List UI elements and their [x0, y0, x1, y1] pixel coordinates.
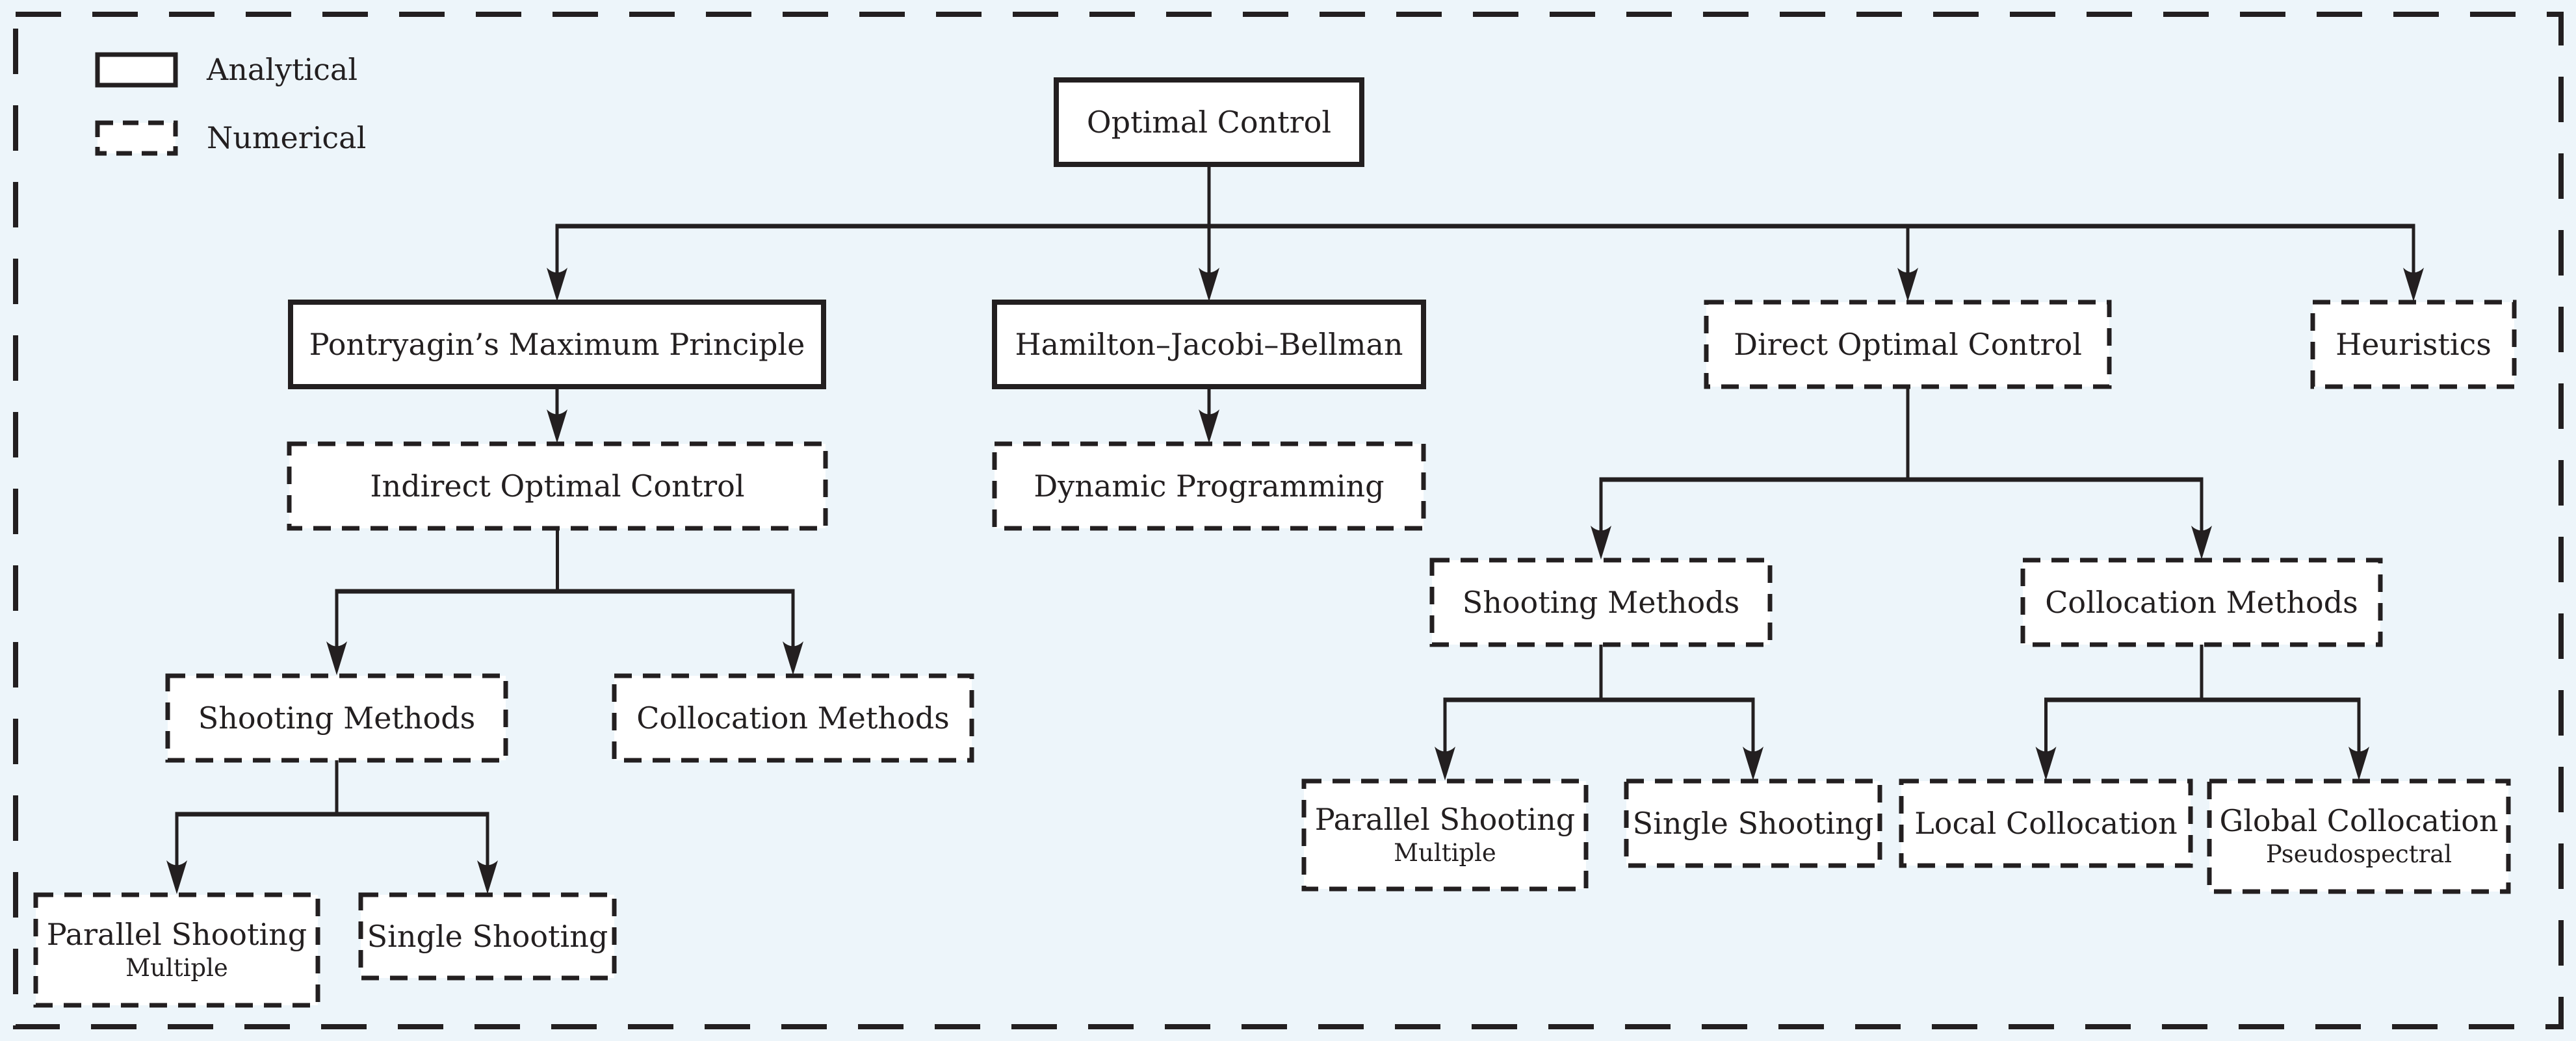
node-label: Parallel Shooting: [46, 917, 307, 953]
arrowhead: [1199, 268, 1219, 302]
node-box-pontryagins-maximum-principle: [288, 300, 826, 389]
node-label: Global Collocation: [2219, 803, 2499, 839]
arrowhead: [1743, 747, 1763, 780]
node-box-parallel-shooting-direct: [1301, 778, 1589, 892]
node-box-optimal-control: [1054, 77, 1364, 167]
node-label: Hamilton–Jacobi–Bellman: [1015, 326, 1403, 362]
node-direct-optimal-control: Direct Optimal Control: [1706, 302, 2109, 387]
arrowhead: [477, 860, 498, 894]
node-collocation-methods-direct: Collocation Methods: [2023, 560, 2380, 645]
node-label: Single Shooting: [1632, 805, 1874, 841]
legend-label-numerical: Numerical: [207, 120, 367, 155]
node-label: Shooting Methods: [1462, 584, 1740, 620]
arrowhead: [326, 641, 347, 675]
node-label: Single Shooting: [367, 918, 608, 954]
node-hamilton-jacobi-bellman: Hamilton–Jacobi–Bellman: [995, 302, 1424, 387]
node-label: Dynamic Programming: [1034, 468, 1385, 504]
arrowhead: [2403, 268, 2424, 302]
arrowhead: [547, 409, 567, 443]
arrowhead: [547, 268, 567, 302]
node-single-shooting-direct: Single Shooting: [1626, 781, 1880, 866]
node-box-indirect-optimal-control: [287, 441, 828, 531]
node-local-collocation: Local Collocation: [1901, 781, 2191, 866]
arrowhead: [783, 641, 803, 675]
arrowhead: [1591, 526, 1611, 559]
node-collocation-methods-indirect: Collocation Methods: [614, 676, 972, 760]
node-label: Local Collocation: [1914, 805, 2178, 841]
arrowhead: [2035, 747, 2057, 780]
node-box-single-shooting-direct: [1624, 778, 1882, 868]
node-box-shooting-methods-direct: [1429, 558, 1773, 647]
arrowhead: [1199, 409, 1219, 443]
node-pontryagins-maximum-principle: Pontryagin’s Maximum Principle: [291, 302, 824, 387]
node-label: Pontryagin’s Maximum Principle: [309, 326, 805, 362]
arrowhead: [2191, 526, 2212, 559]
arrowhead: [2348, 747, 2369, 780]
node-label: Collocation Methods: [2045, 584, 2358, 620]
node-shooting-methods-indirect: Shooting Methods: [168, 676, 506, 760]
node-sublabel: Pseudospectral: [2265, 840, 2452, 868]
node-box-dynamic-programming: [992, 441, 1426, 531]
node-box-direct-optimal-control: [1704, 300, 2112, 389]
legend-label-analytical: Analytical: [207, 52, 358, 87]
arrowhead: [1435, 747, 1455, 780]
node-shooting-methods-direct: Shooting Methods: [1432, 560, 1770, 645]
node-label: Indirect Optimal Control: [370, 468, 745, 504]
node-label: Shooting Methods: [198, 700, 476, 736]
node-box-shooting-methods-indirect: [165, 673, 508, 763]
node-box-hamilton-jacobi-bellman: [992, 300, 1426, 389]
node-box-local-collocation: [1899, 778, 2193, 868]
legend-swatch-numerical: [95, 120, 178, 156]
node-heuristics: Heuristics: [2313, 302, 2514, 387]
arrowhead: [1897, 268, 1918, 302]
node-box-single-shooting-indirect: [358, 892, 617, 981]
node-label: Collocation Methods: [636, 700, 950, 736]
node-indirect-optimal-control: Indirect Optimal Control: [289, 444, 826, 528]
node-sublabel: Multiple: [125, 953, 228, 982]
node-single-shooting-indirect: Single Shooting: [361, 895, 614, 978]
node-box-parallel-shooting-indirect: [33, 892, 320, 1008]
legend-swatch-analytical: [95, 52, 178, 88]
node-box-global-collocation: [2207, 778, 2511, 894]
node-optimal-control: Optimal Control: [1056, 80, 1362, 164]
node-label: Optimal Control: [1086, 104, 1332, 140]
node-sublabel: Multiple: [1394, 838, 1496, 867]
node-box-collocation-methods-direct: [2020, 558, 2383, 647]
node-label: Parallel Shooting: [1314, 802, 1576, 838]
node-box-collocation-methods-indirect: [612, 673, 974, 763]
node-label: Heuristics: [2335, 326, 2491, 362]
arrowhead: [166, 860, 187, 894]
node-box-heuristics: [2310, 300, 2517, 389]
outer-dashed-frame: [13, 12, 2564, 1029]
node-label: Direct Optimal Control: [1734, 326, 2082, 362]
node-dynamic-programming: Dynamic Programming: [995, 444, 1424, 528]
